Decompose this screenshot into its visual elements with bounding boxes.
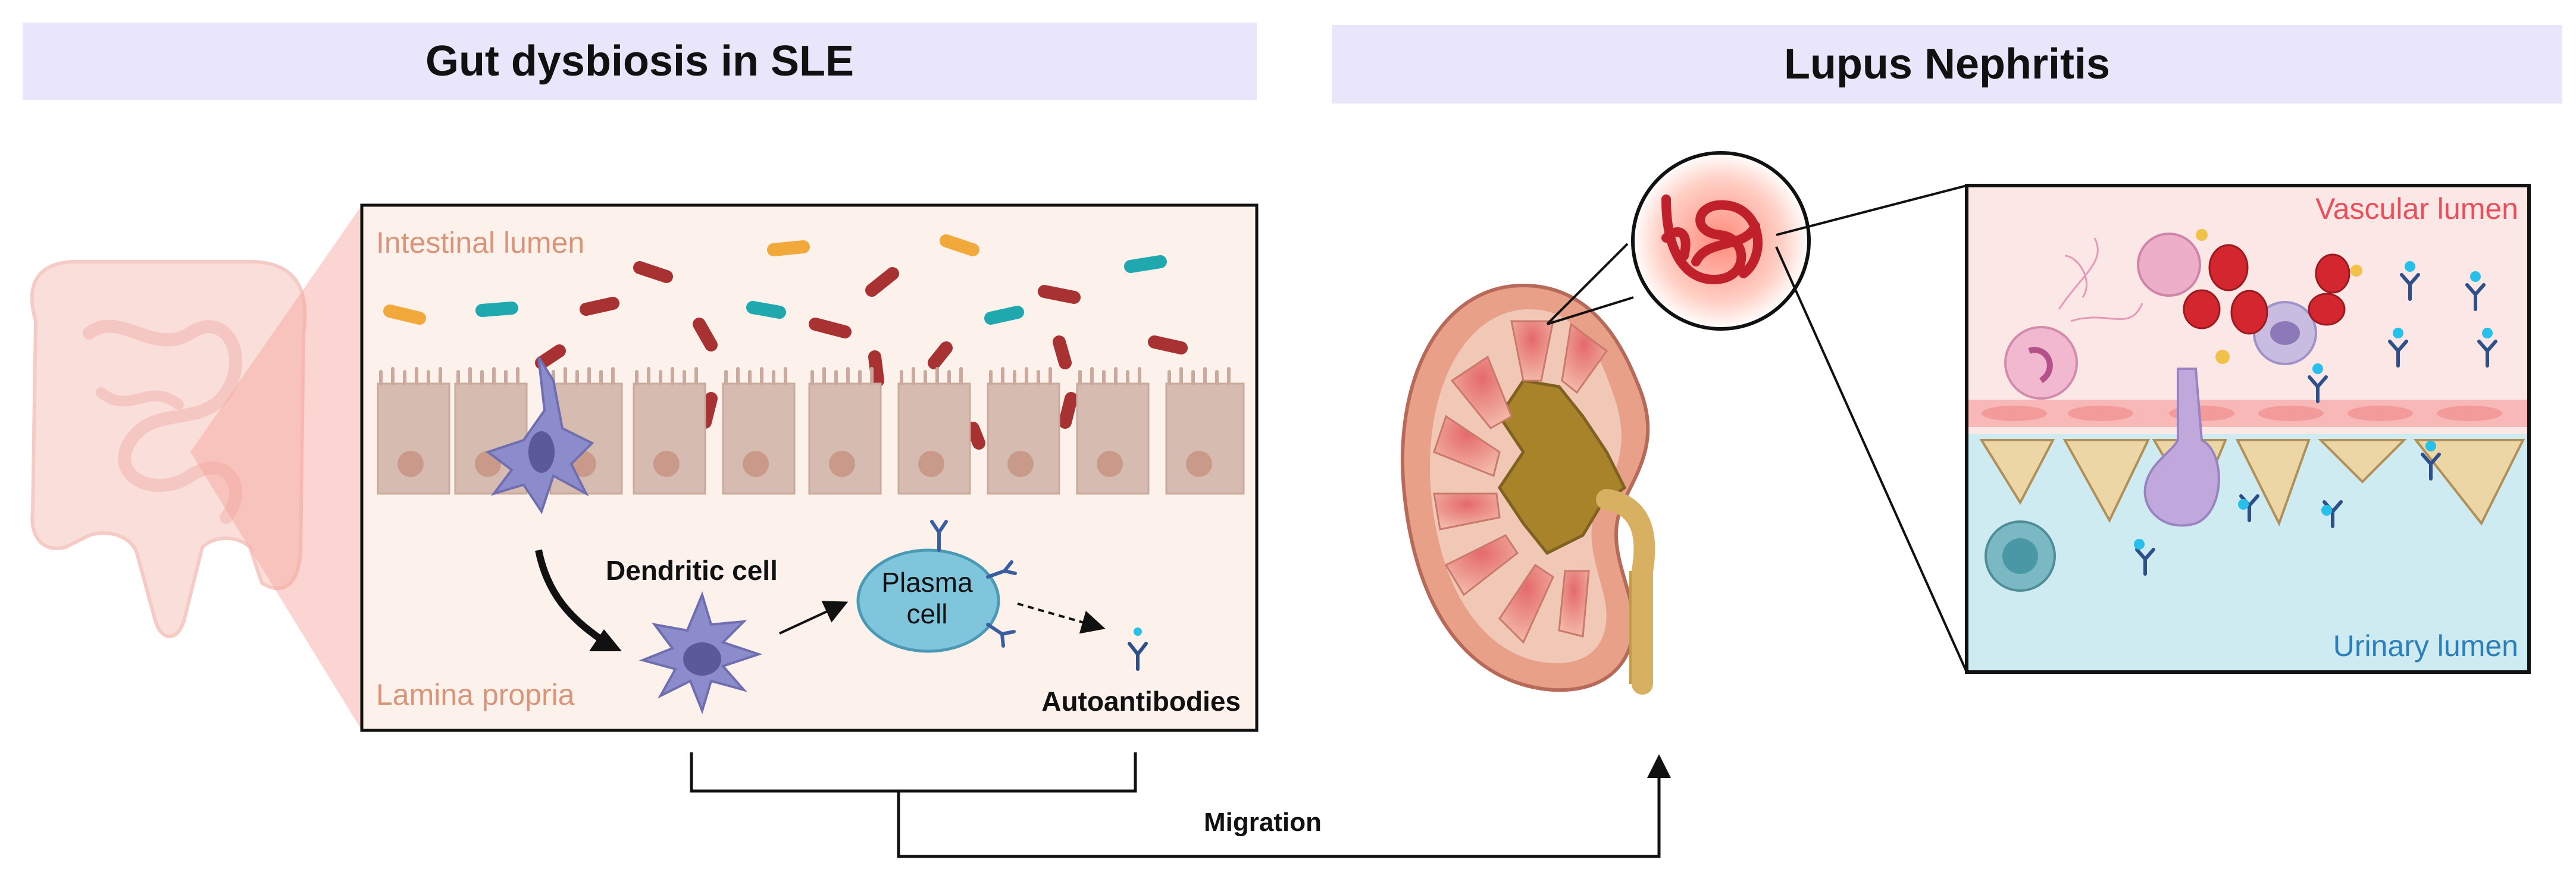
migration-arrow-dc — [535, 549, 603, 642]
plasma-cell — [856, 520, 1017, 653]
kidney-zoom-lines — [1546, 243, 1634, 325]
urinary-lumen-label: Urinary lumen — [2333, 629, 2518, 663]
autoantibodies-label: Autoantibodies — [1041, 686, 1241, 717]
intestinal-lumen-label: Intestinal lumen — [376, 226, 584, 259]
bacteria — [383, 234, 1188, 450]
intestinal-epithelium — [377, 367, 1245, 495]
plasma-cell-label-line2: cell — [906, 598, 947, 629]
activation-arrow — [779, 601, 849, 635]
vascular-lumen-label: Vascular lumen — [2315, 192, 2518, 225]
intestine-illustration — [30, 260, 307, 638]
plasma-cell-label-line1: Plasma — [881, 567, 973, 598]
lamina-propria-label: Lamina propria — [376, 678, 575, 711]
dendritic-cell — [638, 591, 763, 715]
autoantibody-icon — [1128, 627, 1148, 671]
glomerulus-zoom-lines — [1775, 184, 1968, 673]
migration-connector — [690, 752, 1661, 858]
migration-arrow-dc-head — [589, 629, 622, 651]
dendritic-cell-label: Dendritic cell — [606, 555, 778, 586]
glomerulus-zoom — [1631, 151, 1811, 331]
migration-arrow-head — [1647, 754, 1671, 778]
secretion-arrow — [1017, 602, 1106, 634]
dendritic-cell-epithelial — [485, 356, 594, 514]
right-panel-title: Lupus Nephritis — [1332, 25, 2562, 103]
zoom-wedge-left — [190, 205, 362, 730]
glomerular-barrier-box — [1965, 184, 2531, 674]
migration-label: Migration — [1204, 808, 1322, 837]
kidney-illustration — [1401, 283, 1655, 695]
left-panel-title: Gut dysbiosis in SLE — [23, 23, 1257, 100]
